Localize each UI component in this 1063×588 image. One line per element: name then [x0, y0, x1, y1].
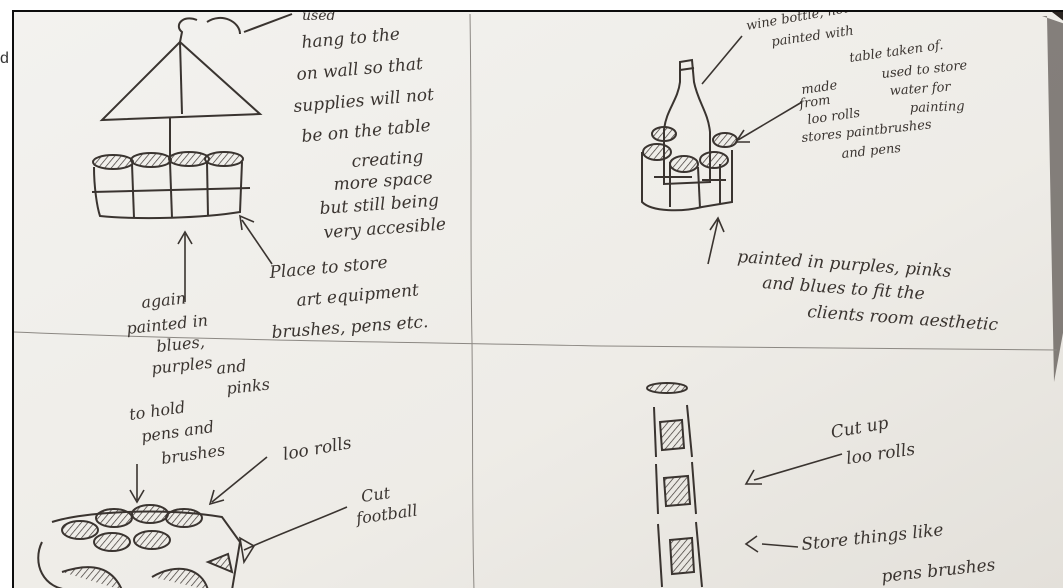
edge-letter: d [0, 50, 9, 68]
hanger-heading-fragment: used [302, 10, 335, 24]
svg-text:and: and [215, 356, 247, 378]
sketch-photo: used hang to the on wall so that supplie… [12, 10, 1063, 588]
svg-text:painting: painting [910, 99, 965, 116]
